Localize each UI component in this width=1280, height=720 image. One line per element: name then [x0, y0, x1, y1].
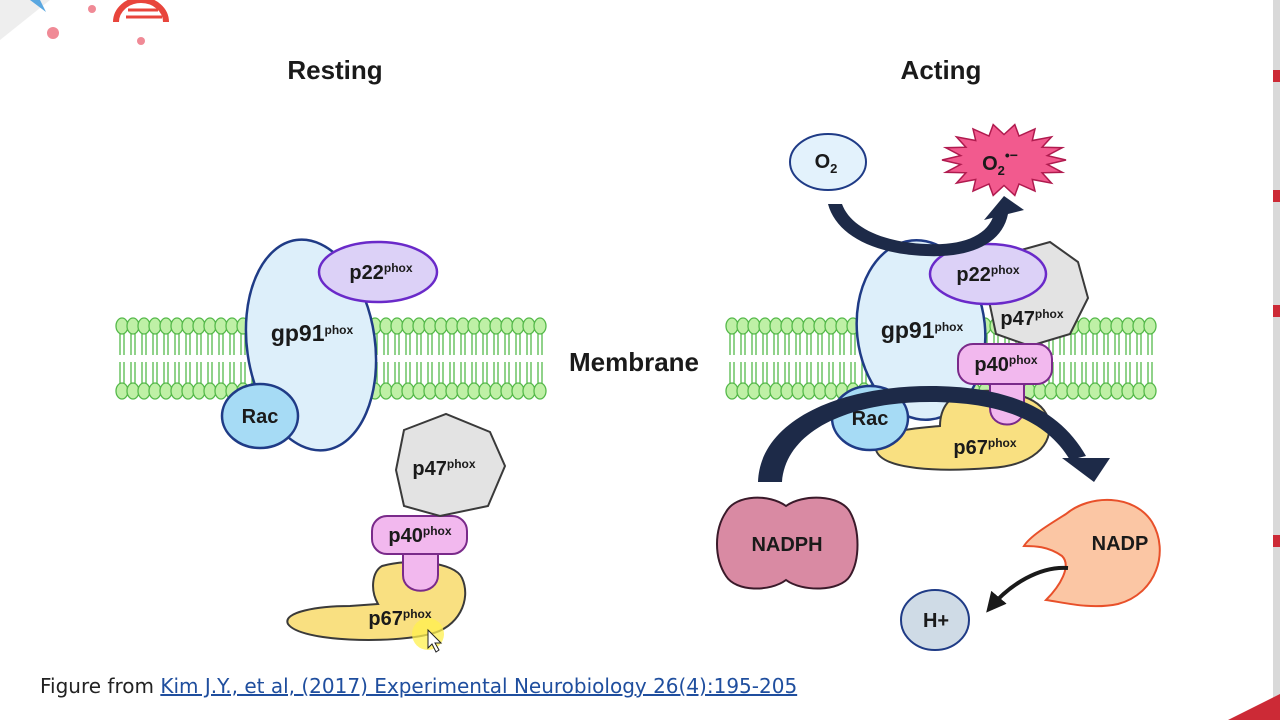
scroll-marker: [1273, 190, 1280, 202]
scroll-marker: [1273, 305, 1280, 317]
p40phox-resting: p40phox: [371, 515, 468, 592]
brand-logo: [0, 0, 169, 45]
svg-text:O2: O2: [815, 151, 838, 176]
svg-text:O2•−: O2•−: [982, 147, 1018, 178]
svg-text:p67phox: p67phox: [368, 607, 431, 630]
lipid-molecule: [1077, 317, 1091, 400]
lipid-molecule: [148, 317, 162, 400]
lipid-molecule: [126, 317, 140, 400]
lipid-molecule: [203, 317, 217, 400]
lipid-molecule: [478, 317, 492, 400]
svg-text:H+: H+: [923, 610, 949, 632]
lipid-molecule: [522, 317, 536, 400]
svg-text:NADP: NADP: [1092, 533, 1149, 555]
resting-title: Resting: [287, 55, 382, 85]
lipid-molecule: [423, 317, 437, 400]
p22phox-resting: p22phox: [317, 240, 439, 304]
lipid-molecule: [725, 317, 739, 400]
hplus-release-arrow: [986, 565, 1069, 613]
lipid-molecule: [456, 317, 470, 400]
rac-resting: Rac: [220, 382, 300, 450]
nadph-molecule: NADPH: [716, 496, 859, 590]
lipid-molecule: [511, 317, 525, 400]
lipid-molecule: [434, 317, 448, 400]
lipid-molecule: [791, 317, 805, 400]
lipid-molecule: [467, 317, 481, 400]
svg-text:Rac: Rac: [852, 408, 889, 430]
lipid-molecule: [115, 317, 129, 400]
svg-text:p47phox: p47phox: [412, 457, 475, 480]
figure-caption: Figure from Kim J.Y., et al, (2017) Expe…: [40, 674, 797, 698]
lipid-molecule: [835, 317, 849, 400]
lipid-molecule: [181, 317, 195, 400]
nadp-molecule: NADP: [1022, 498, 1161, 608]
svg-text:Rac: Rac: [242, 406, 279, 428]
lipid-molecule: [379, 317, 393, 400]
svg-text:p40phox: p40phox: [388, 524, 451, 547]
lipid-molecule: [137, 317, 151, 400]
scroll-marker: [1273, 535, 1280, 547]
svg-text:p67phox: p67phox: [953, 436, 1016, 459]
lipid-molecule: [769, 317, 783, 400]
lipid-molecule: [159, 317, 173, 400]
lipid-molecule: [824, 317, 838, 400]
svg-text:p22phox: p22phox: [349, 261, 412, 284]
svg-text:gp91phox: gp91phox: [881, 317, 964, 343]
lipid-molecule: [214, 317, 228, 400]
lipid-molecule: [758, 317, 772, 400]
lipid-molecule: [1132, 317, 1146, 400]
lipid-molecule: [1121, 317, 1135, 400]
lipid-molecule: [1099, 317, 1113, 400]
p22phox-acting: p22phox: [928, 242, 1048, 306]
lipid-molecule: [1088, 317, 1102, 400]
svg-text:p22phox: p22phox: [956, 263, 1019, 286]
acting-title: Acting: [901, 55, 982, 85]
membrane-label: Membrane: [569, 347, 699, 377]
lipid-molecule: [1143, 317, 1157, 400]
svg-text:p40phox: p40phox: [974, 353, 1037, 376]
o2-molecule: O2: [789, 133, 867, 191]
scroll-marker: [1273, 70, 1280, 82]
scrollbar-track[interactable]: [1273, 0, 1280, 720]
electron-transfer-arrow: [758, 386, 1110, 482]
lipid-molecule: [533, 317, 547, 400]
mouse-cursor: [412, 618, 444, 653]
lipid-molecule: [225, 317, 239, 400]
lipid-molecule: [747, 317, 761, 400]
lipid-molecule: [192, 317, 206, 400]
lipid-molecule: [736, 317, 750, 400]
lipid-molecule: [401, 317, 415, 400]
lipid-molecule: [170, 317, 184, 400]
oxygen-reduction-arrow: [828, 196, 1024, 257]
hplus-molecule: H+: [900, 589, 970, 651]
lipid-molecule: [813, 317, 827, 400]
caption-prefix: Figure from: [40, 674, 161, 698]
svg-text:p47phox: p47phox: [1000, 307, 1063, 330]
lipid-molecule: [802, 317, 816, 400]
lipid-molecule: [445, 317, 459, 400]
citation-link[interactable]: Kim J.Y., et al, (2017) Experimental Neu…: [160, 674, 798, 698]
lipid-molecule: [390, 317, 404, 400]
svg-text:gp91phox: gp91phox: [271, 320, 354, 346]
svg-text:NADPH: NADPH: [751, 534, 822, 556]
p47phox-resting: p47phox: [394, 412, 507, 518]
superoxide-starburst: O2•−: [941, 123, 1067, 197]
lipid-molecule: [500, 317, 514, 400]
lipid-molecule: [1110, 317, 1124, 400]
lipid-molecule: [412, 317, 426, 400]
lipid-molecule: [489, 317, 503, 400]
lipid-molecule: [780, 317, 794, 400]
corner-ribbon: [1228, 694, 1280, 720]
